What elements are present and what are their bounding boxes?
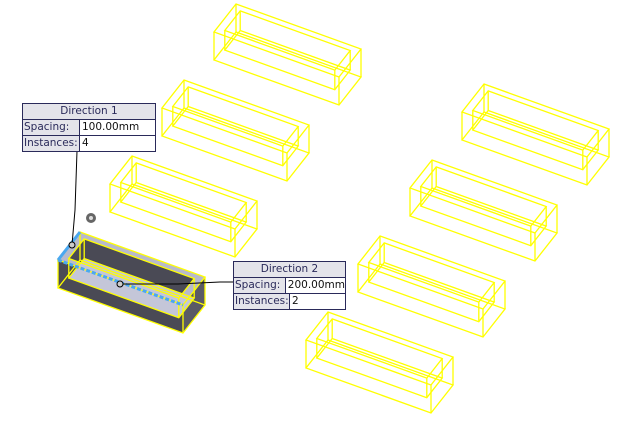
pocket-floor-edge [471, 109, 600, 171]
pocket-floor-edge [315, 337, 444, 399]
direction2-spacing-field[interactable]: 200.00mm [285, 278, 345, 293]
direction1-instances-label: Instances: [23, 136, 80, 151]
direction1-spacing-field[interactable]: 100.00mm [80, 120, 155, 135]
direction1-callout: Direction 1 Spacing:100.00mm Instances:4 [22, 103, 156, 152]
pattern-instance [304, 311, 455, 414]
direction1-handle[interactable] [68, 241, 76, 249]
pocket-floor-edge [367, 261, 496, 323]
direction2-instances-label: Instances: [235, 294, 290, 309]
direction2-spacing-label: Spacing: [234, 278, 286, 293]
direction2-callout: Direction 2 Spacing:200.00mm Instances:2 [233, 261, 346, 310]
pocket-floor-edge [419, 185, 548, 247]
seed-feature-solid[interactable] [56, 231, 207, 334]
pocket-rim-edge [471, 90, 600, 151]
pattern-preview-instances [108, 3, 611, 414]
direction2-title: Direction 2 [234, 262, 345, 278]
pocket-rim-edge [171, 86, 300, 147]
pocket-floor [68, 258, 195, 318]
direction2-leader [122, 281, 233, 285]
pattern-instance [160, 79, 311, 182]
pocket-opening [68, 238, 195, 299]
direction1-title: Direction 1 [23, 104, 155, 120]
pocket-rim-edge [367, 242, 496, 303]
direction2-instances-field[interactable]: 2 [290, 294, 345, 309]
pocket-floor-edge [119, 181, 248, 243]
direction2-handle[interactable] [116, 280, 124, 288]
pocket-rim-edge [119, 162, 248, 223]
rotate-icon[interactable] [86, 213, 96, 223]
pattern-instance [460, 83, 611, 186]
pocket-rim-edge [419, 166, 548, 227]
pattern-instance [356, 235, 507, 338]
pattern-instance [408, 159, 559, 262]
direction1-instances-field[interactable]: 4 [80, 136, 155, 151]
direction1-leader [71, 150, 78, 246]
pattern-instance [212, 3, 363, 106]
pocket-floor-edge [223, 29, 352, 91]
pattern-instance [108, 155, 259, 258]
side-face [183, 277, 205, 333]
pocket-floor-edge [171, 105, 300, 167]
direction1-spacing-label: Spacing: [23, 120, 80, 135]
pocket-rim-edge [223, 10, 352, 71]
leaders [68, 150, 233, 288]
pocket-rim-edge [315, 318, 444, 379]
